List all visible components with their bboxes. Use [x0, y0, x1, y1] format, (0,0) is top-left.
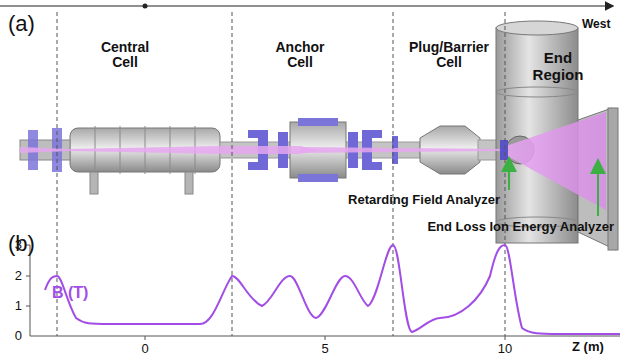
leader-arrow [508, 164, 510, 190]
leader-arrow [597, 166, 599, 216]
axis-tick: 10 [498, 342, 512, 356]
direction-label: West [582, 18, 610, 31]
axis-tick: 2 [15, 269, 22, 283]
cell-name: Central Cell [90, 40, 160, 71]
axis-tick: 0 [15, 329, 22, 343]
axis-tick: 1 [15, 299, 22, 313]
axis-title: Z (m) [572, 340, 604, 354]
axis-tick: 5 [321, 342, 328, 356]
cell-name: Plug/Barrier Cell [404, 40, 494, 71]
series-label: B (T) [52, 284, 88, 302]
axis-tick: 0 [141, 342, 148, 356]
panel-letter: (a) [8, 12, 35, 36]
cell-name: Anchor Cell [265, 40, 335, 71]
region-name: End Region [523, 50, 593, 83]
analyzer-label: Retarding Field Analyzer [348, 193, 500, 207]
axis-tick: 3 [15, 238, 22, 252]
field-curve [45, 245, 620, 334]
analyzer-label: End Loss Ion Energy Analyzer [427, 220, 614, 234]
